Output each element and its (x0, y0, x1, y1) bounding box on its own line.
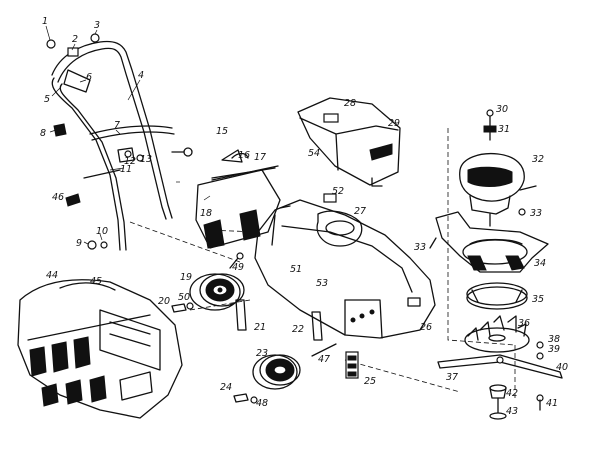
leader-lines (45, 25, 211, 245)
cutting-blade (437, 354, 563, 379)
assembly-reference-lines (129, 128, 516, 400)
callout-20: 20 (158, 296, 170, 307)
callout-2: 2 (72, 34, 78, 45)
callout-9: 9 (76, 238, 82, 249)
callout-51: 51 (290, 264, 302, 275)
callout-53: 53 (316, 278, 328, 289)
callout-7: 7 (114, 120, 120, 131)
callout-34: 34 (534, 258, 546, 269)
callout-50: 50 (178, 292, 190, 303)
callout-15: 15 (216, 126, 228, 137)
callout-45: 45 (90, 276, 102, 287)
callout-11: 11 (120, 164, 132, 175)
callout-22: 22 (292, 324, 304, 335)
callout-labels: 1 2 3 4 5 6 7 8 9 10 11 12 13 15 16 17 1… (40, 16, 568, 417)
callout-8: 8 (40, 128, 46, 139)
motor-cover (297, 97, 401, 187)
axle-rod (211, 149, 279, 181)
handle-hardware (46, 33, 144, 250)
callout-54: 54 (308, 148, 320, 159)
front-wheel (252, 354, 301, 390)
callout-3: 3 (94, 20, 100, 31)
callout-24: 24 (220, 382, 232, 393)
callout-35: 35 (532, 294, 544, 305)
fan-ring (466, 282, 528, 310)
callout-16: 16 (238, 150, 250, 161)
callout-41: 41 (546, 398, 558, 409)
callout-27: 27 (354, 206, 366, 217)
callout-40: 40 (556, 362, 568, 373)
wheel-hardware (171, 193, 359, 404)
grass-box (17, 279, 183, 419)
callout-38: 38 (548, 334, 560, 345)
callout-17: 17 (254, 152, 266, 163)
motor-flange (429, 211, 549, 273)
mower-deck (254, 199, 436, 339)
callout-52: 52 (332, 186, 344, 197)
callout-28: 28 (344, 98, 356, 109)
callout-18: 18 (200, 208, 212, 219)
callout-21: 21 (254, 322, 266, 333)
callout-26: 26 (420, 322, 432, 333)
callout-5: 5 (44, 94, 50, 105)
callout-30: 30 (496, 104, 508, 115)
callout-43: 43 (506, 406, 518, 417)
callout-48: 48 (256, 398, 268, 409)
callout-44: 44 (46, 270, 58, 281)
callout-4: 4 (138, 70, 144, 81)
callout-29: 29 (388, 118, 400, 129)
callout-32: 32 (532, 154, 544, 165)
callout-47: 47 (318, 354, 330, 365)
callout-36: 36 (518, 318, 530, 329)
blade-hub (489, 384, 507, 420)
rear-wheel (189, 273, 245, 311)
callout-46: 46 (52, 192, 64, 203)
callout-12: 12 (124, 156, 136, 167)
callout-13: 13 (140, 154, 152, 165)
callout-10: 10 (96, 226, 108, 237)
callout-31: 31 (498, 124, 510, 135)
callout-37: 37 (446, 372, 458, 383)
callout-49: 49 (232, 262, 244, 273)
callout-33-left: 33 (414, 242, 426, 253)
callout-39: 39 (548, 344, 560, 355)
callout-1: 1 (42, 16, 48, 27)
callout-33-right: 33 (530, 208, 542, 219)
handle-assembly (51, 40, 193, 251)
callout-25: 25 (364, 376, 376, 387)
callout-6: 6 (86, 72, 92, 83)
electric-motor (459, 109, 537, 227)
cooling-fan (464, 315, 530, 353)
callout-42: 42 (506, 388, 518, 399)
callout-23: 23 (256, 348, 268, 359)
callout-19: 19 (180, 272, 192, 283)
blade-washers (536, 341, 544, 411)
